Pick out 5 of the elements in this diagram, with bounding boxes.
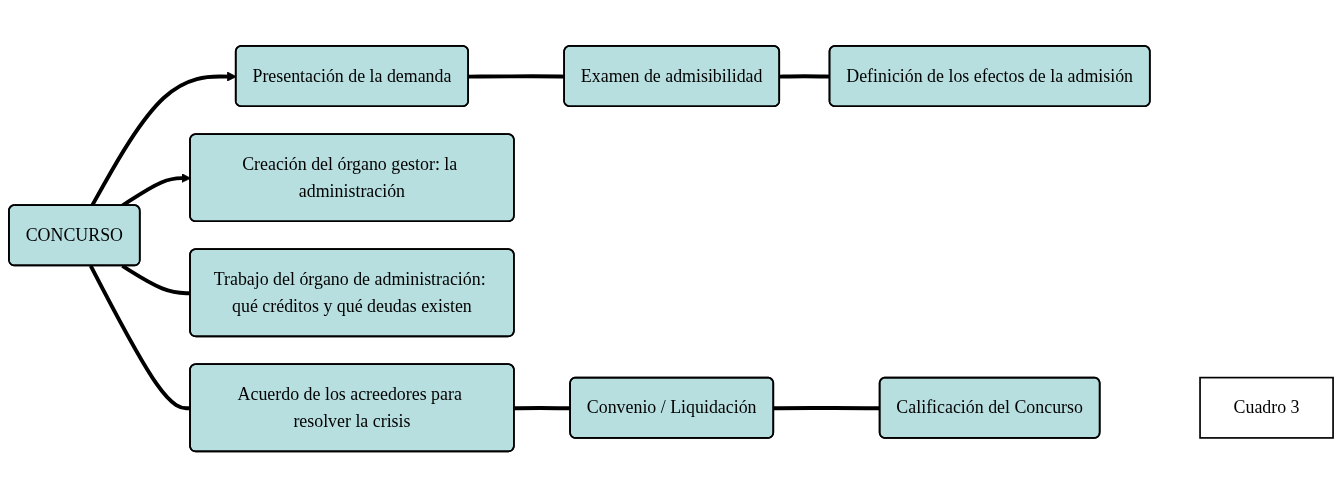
connector [89, 264, 191, 411]
connector [468, 74, 565, 79]
node-box: Cuadro 3 [1199, 376, 1334, 439]
connector [121, 264, 191, 296]
connector [514, 405, 571, 411]
